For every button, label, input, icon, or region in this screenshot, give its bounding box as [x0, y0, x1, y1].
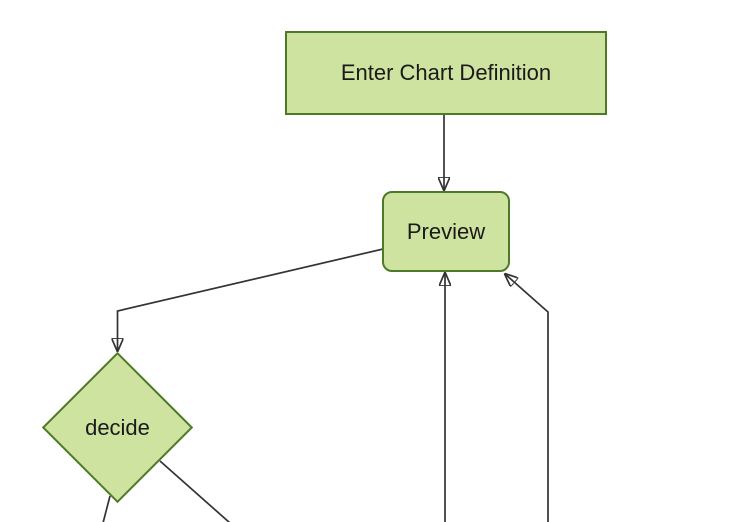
node-decide-label: decide: [85, 414, 150, 440]
node-decide: decide: [41, 351, 194, 504]
node-preview: Preview: [382, 191, 510, 272]
node-enter-chart-definition: Enter Chart Definition: [285, 31, 607, 115]
edge-decide-to-offscreen-left: [102, 495, 111, 522]
edge-offscreen-to-preview-corner: [505, 274, 549, 522]
edge-preview-to-decide: [118, 248, 384, 351]
edge-decide-to-offscreen-right: [159, 460, 231, 522]
node-enter-chart-definition-label: Enter Chart Definition: [340, 60, 552, 85]
node-preview-label: Preview: [406, 218, 486, 244]
